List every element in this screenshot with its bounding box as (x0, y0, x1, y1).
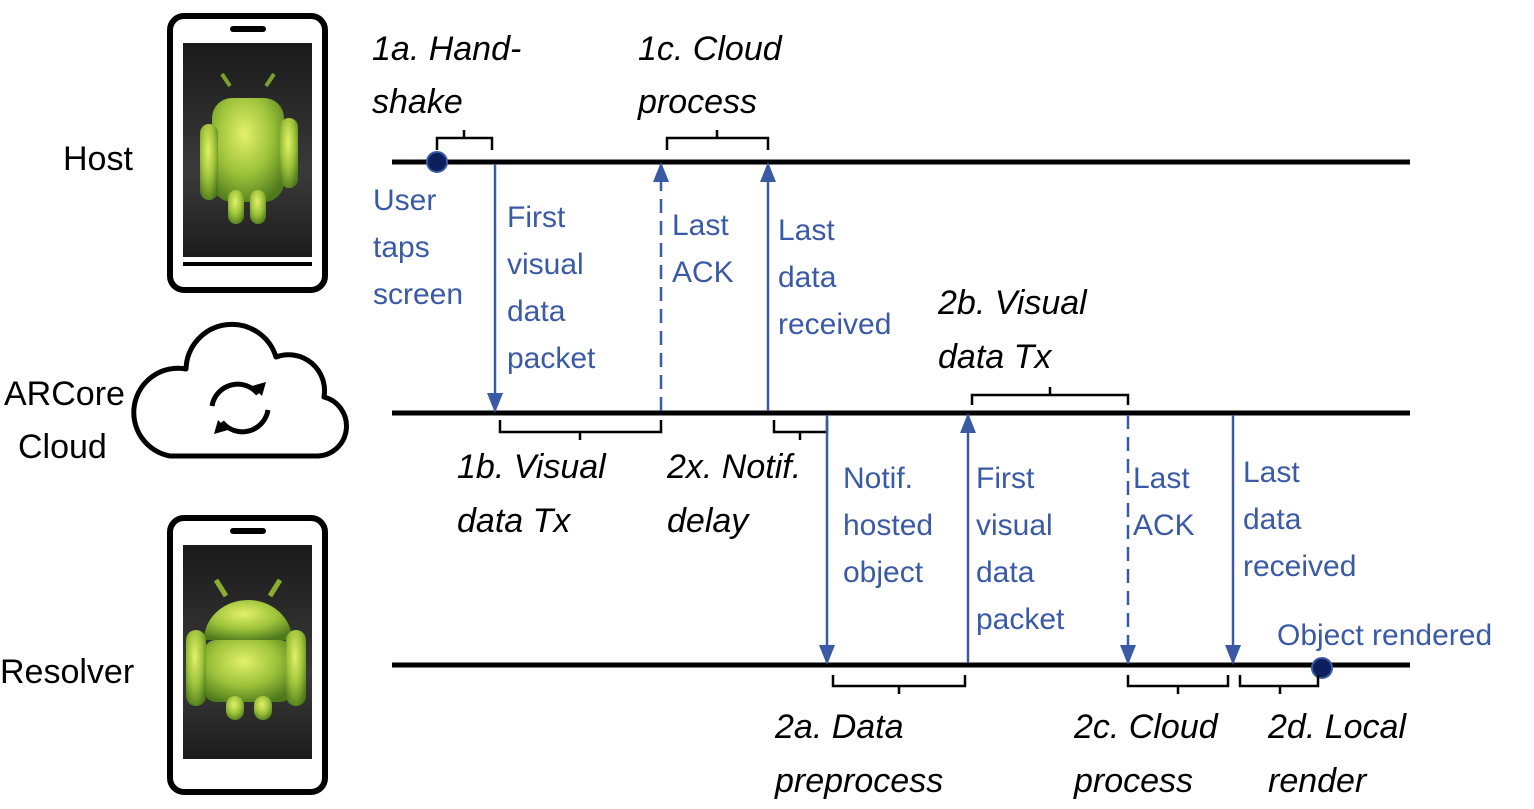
notif-hosted-object-label: Notif. hosted object (843, 462, 941, 589)
host-phone-icon (167, 13, 328, 293)
bracket-1b (498, 420, 663, 440)
user-taps-screen-label: User taps screen (373, 184, 463, 311)
bracket-2b (970, 387, 1130, 405)
android-robot-icon (200, 72, 298, 224)
phase-2b-label: 2b. Visual data Tx (937, 284, 1096, 376)
phase-2a-label: 2a. Data preprocess (774, 708, 943, 800)
bracket-2x (772, 420, 829, 440)
phase-2c-label: 2c. Cloud process (1073, 708, 1227, 800)
first-visual-data-packet-label-1: First visual data packet (507, 201, 596, 375)
phase-1c-label: 1c. Cloud process (637, 30, 791, 121)
bracket-2d (1238, 675, 1320, 694)
bracket-1c (665, 130, 770, 150)
cloud-label-line1: ARCore (4, 375, 125, 413)
last-ack-label-1: Last ACK (672, 209, 737, 289)
bracket-2a (831, 675, 967, 694)
user-tap-event-dot (426, 151, 448, 173)
phase-2d-label: 2d. Local render (1267, 708, 1415, 800)
last-ack-label-2: Last ACK (1133, 462, 1198, 542)
cloud-label-line2: Cloud (18, 428, 107, 466)
phase-2x-label: 2x. Notif. delay (666, 448, 811, 540)
cloud-sync-icon (131, 321, 349, 459)
host-label: Host (63, 140, 133, 178)
android-robot-icon (186, 578, 306, 720)
first-visual-data-packet-label-2: First visual data packet (976, 462, 1065, 636)
bracket-1a (435, 130, 494, 150)
bracket-2c (1126, 675, 1230, 694)
last-data-received-label-1: Last data received (778, 214, 891, 341)
object-rendered-event-dot (1311, 657, 1333, 679)
resolver-phone-icon (167, 515, 328, 795)
last-data-received-label-2: Last data received (1243, 456, 1356, 583)
phase-1b-label: 1b. Visual data Tx (457, 448, 615, 540)
resolver-label: Resolver (0, 653, 134, 691)
object-rendered-label: Object rendered (1277, 619, 1492, 652)
phase-1a-label: 1a. Hand- shake (372, 30, 531, 121)
